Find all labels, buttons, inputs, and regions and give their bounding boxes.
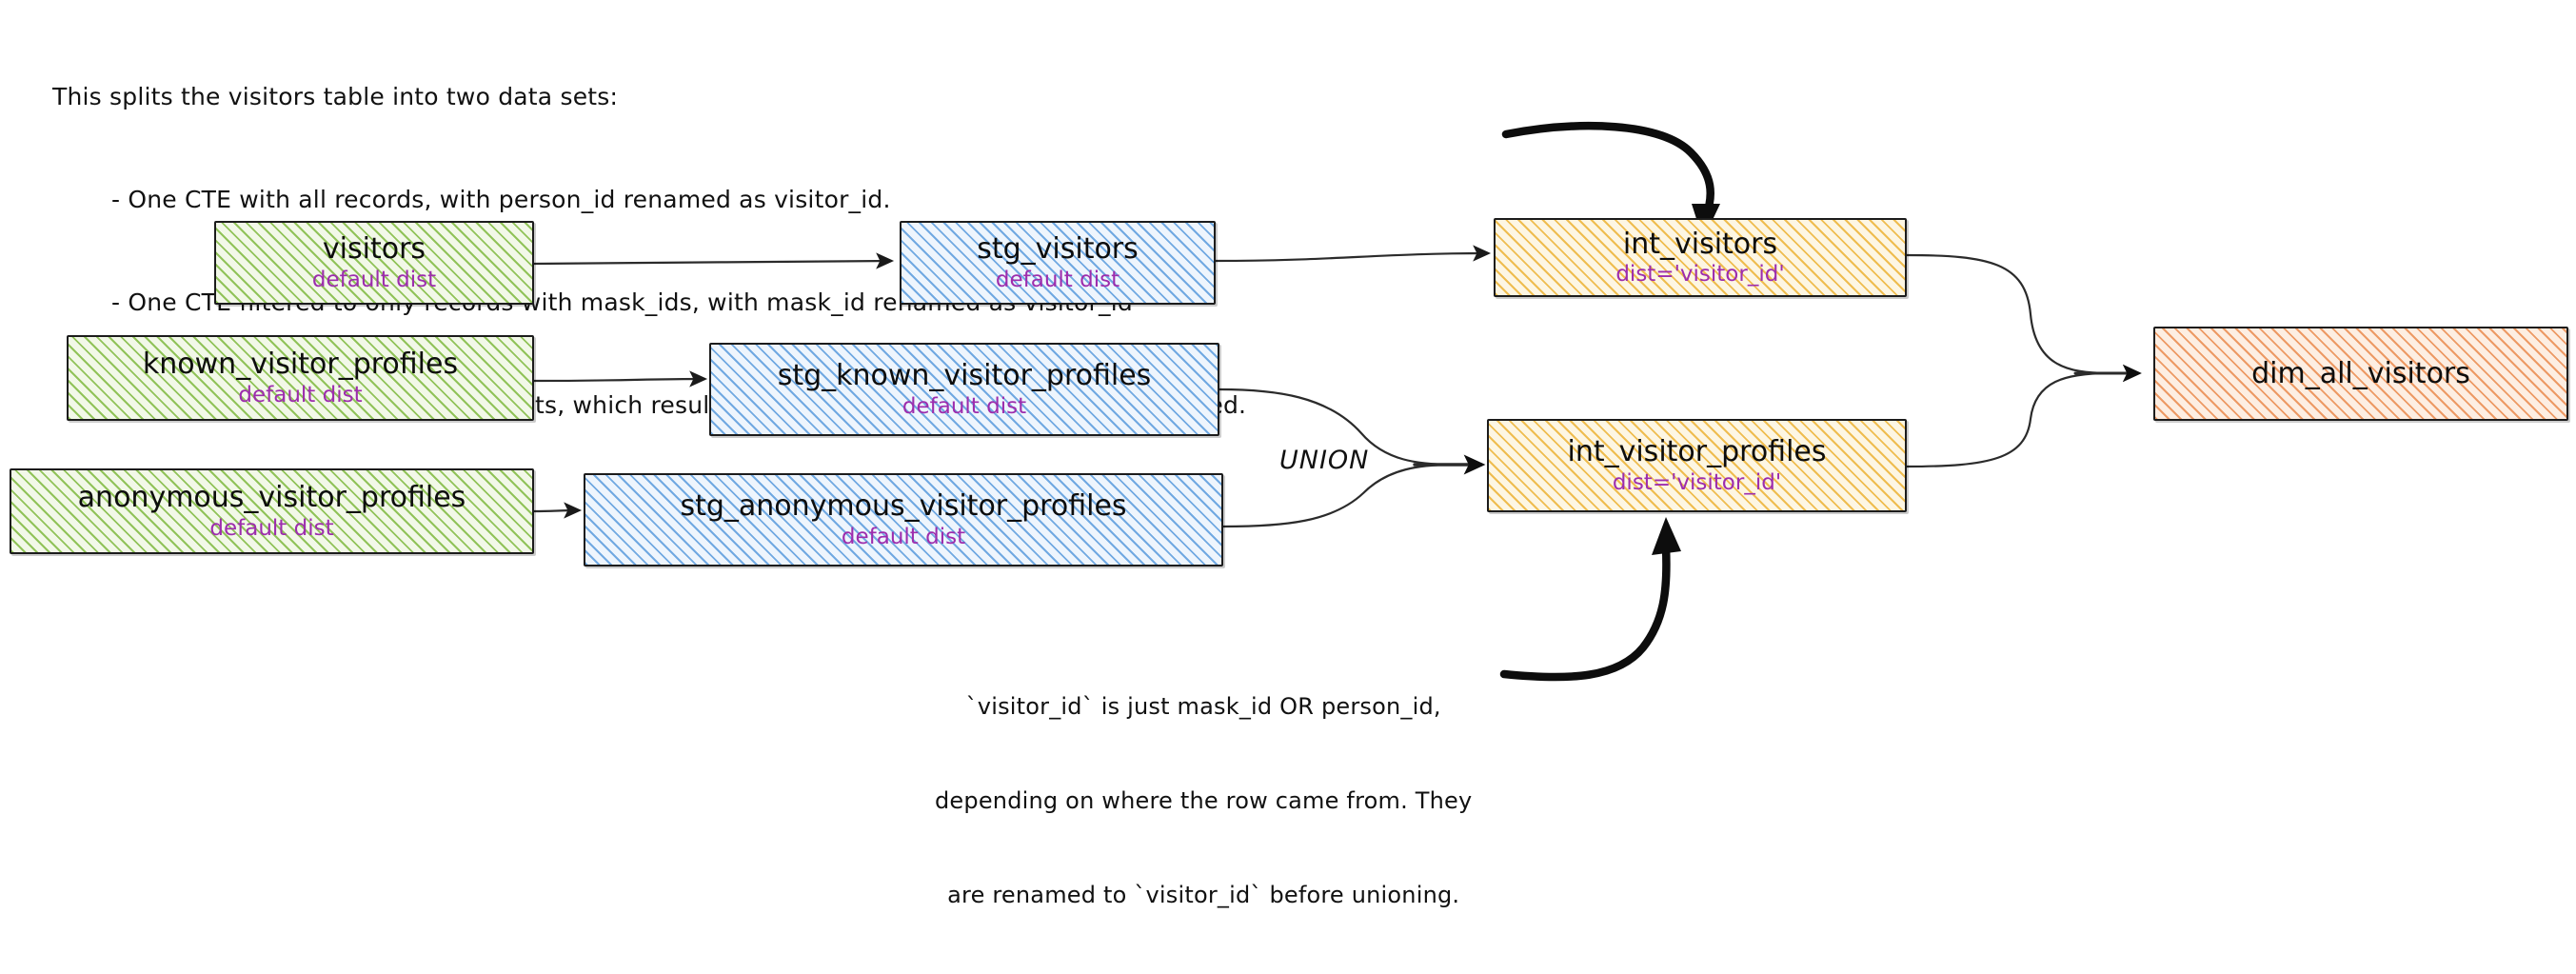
- node-stg-anonymous-visitor-profiles[interactable]: stg_anonymous_visitor_profiles default d…: [584, 473, 1223, 567]
- node-int-visitors-dist: dist='visitor_id': [1615, 262, 1785, 288]
- header-note-line-1: This splits the visitors table into two …: [52, 83, 619, 110]
- node-known-visitor-profiles-title: known_visitor_profiles: [142, 348, 459, 382]
- bottom-note-line-1: `visitor_id` is just mask_id OR person_i…: [965, 693, 1441, 720]
- node-stg-visitors-title: stg_visitors: [977, 232, 1139, 267]
- bottom-note-line-2: depending on where the row came from. Th…: [935, 787, 1473, 814]
- diagram-canvas: This splits the visitors table into two …: [10, 83, 2568, 908]
- edge-int-visitors-to-dim: [1905, 253, 2111, 375]
- node-stg-anonymous-visitor-profiles-dist: default dist: [841, 524, 966, 549]
- node-stg-visitors-dist: default dist: [995, 267, 1120, 292]
- edge-stg-visitors-to-int-visitors: [1214, 245, 1492, 263]
- header-note-line-2: - One CTE with all records, with person_…: [111, 186, 891, 213]
- node-anonymous-visitor-profiles-dist: default dist: [209, 515, 334, 541]
- node-visitors-dist: default dist: [311, 267, 437, 292]
- callout-arrow-top: [1501, 122, 1714, 222]
- node-known-visitor-profiles[interactable]: known_visitor_profiles default dist: [67, 335, 534, 421]
- bottom-annotation: `visitor_id` is just mask_id OR person_i…: [935, 628, 1472, 974]
- callout-arrowhead-bottom: [1652, 517, 1681, 555]
- node-int-visitors[interactable]: int_visitors dist='visitor_id': [1494, 218, 1907, 297]
- node-anonymous-visitor-profiles-title: anonymous_visitor_profiles: [77, 481, 466, 515]
- node-stg-known-visitor-profiles-title: stg_known_visitor_profiles: [777, 359, 1152, 393]
- node-anonymous-visitor-profiles[interactable]: anonymous_visitor_profiles default dist: [10, 468, 534, 554]
- node-stg-known-visitor-profiles-dist: default dist: [902, 393, 1027, 419]
- node-visitors-title: visitors: [322, 232, 426, 267]
- node-known-visitor-profiles-dist: default dist: [238, 382, 363, 407]
- node-int-visitor-profiles-title: int_visitor_profiles: [1567, 435, 1827, 469]
- callout-arrow-bottom: [1499, 543, 1671, 682]
- edge-int-profiles-to-dim: [1905, 371, 2111, 468]
- node-stg-visitors[interactable]: stg_visitors default dist: [900, 221, 1216, 305]
- node-dim-all-visitors-title: dim_all_visitors: [2251, 356, 2470, 390]
- node-visitors[interactable]: visitors default dist: [214, 221, 534, 305]
- node-int-visitor-profiles-dist: dist='visitor_id': [1612, 469, 1782, 495]
- node-dim-all-visitors[interactable]: dim_all_visitors: [2153, 327, 2568, 421]
- bottom-note-line-3: are renamed to `visitor_id` before union…: [947, 882, 1460, 908]
- union-label: UNION: [1279, 446, 1370, 475]
- node-int-visitor-profiles[interactable]: int_visitor_profiles dist='visitor_id': [1487, 419, 1907, 512]
- node-stg-anonymous-visitor-profiles-title: stg_anonymous_visitor_profiles: [680, 489, 1127, 524]
- node-stg-known-visitor-profiles[interactable]: stg_known_visitor_profiles default dist: [709, 343, 1219, 436]
- edge-anon-to-stg-anon: [532, 502, 583, 519]
- node-int-visitors-title: int_visitors: [1622, 227, 1778, 261]
